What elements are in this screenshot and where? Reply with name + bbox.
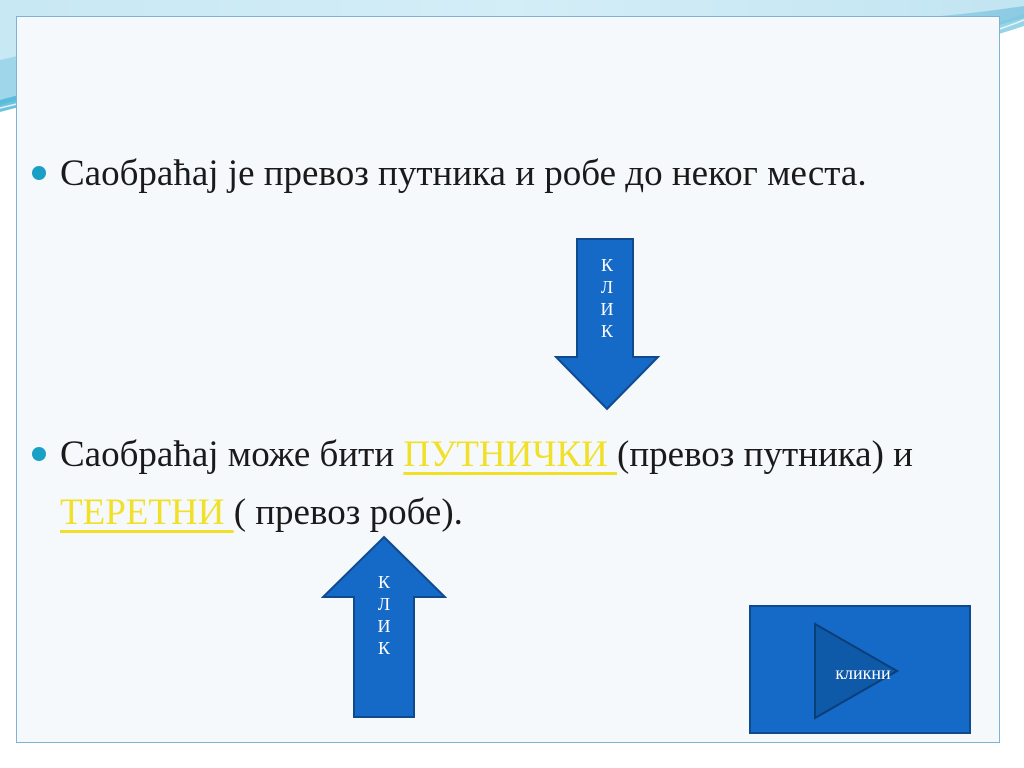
bullet-traffic-definition: Саобраћај је превоз путника и робе до не… — [32, 145, 960, 203]
bullet-text-prefix: Саобраћај може бити — [60, 434, 404, 475]
up-arrow-icon — [321, 535, 447, 718]
down-arrow-button[interactable]: К Л И К — [553, 237, 661, 412]
bullet-traffic-types: Саобраћај може бити ПУТНИЧКИ (превоз пут… — [32, 426, 960, 542]
arrow-letter: К — [600, 321, 613, 341]
bullet-dot-icon — [32, 166, 46, 180]
arrow-letter: К — [600, 255, 613, 275]
up-arrow-label: К Л И К — [321, 571, 447, 659]
next-slide-label: кликни — [835, 663, 891, 683]
bullet-text-suffix: ( превоз робе). — [233, 492, 463, 533]
next-slide-button[interactable]: кликни — [749, 605, 971, 734]
up-arrow-button[interactable]: К Л И К — [321, 535, 447, 719]
play-triangle-icon — [814, 622, 900, 720]
arrow-letter: К — [377, 638, 390, 658]
link-freight[interactable]: ТЕРЕТНИ — [60, 492, 234, 533]
bullet-text: Саобраћај је превоз путника и робе до не… — [60, 153, 867, 194]
bullet-text-middle: (превоз путника) и — [617, 434, 913, 475]
arrow-letter: К — [377, 572, 390, 592]
link-passenger[interactable]: ПУТНИЧКИ — [403, 434, 618, 475]
down-arrow-icon — [553, 238, 661, 411]
arrow-letter: Л — [377, 594, 391, 614]
arrow-letter: И — [377, 616, 391, 636]
arrow-letter: И — [600, 299, 614, 319]
down-arrow-label: К Л И К — [553, 254, 661, 342]
bullet-dot-icon — [32, 447, 46, 461]
arrow-letter: Л — [600, 277, 614, 297]
